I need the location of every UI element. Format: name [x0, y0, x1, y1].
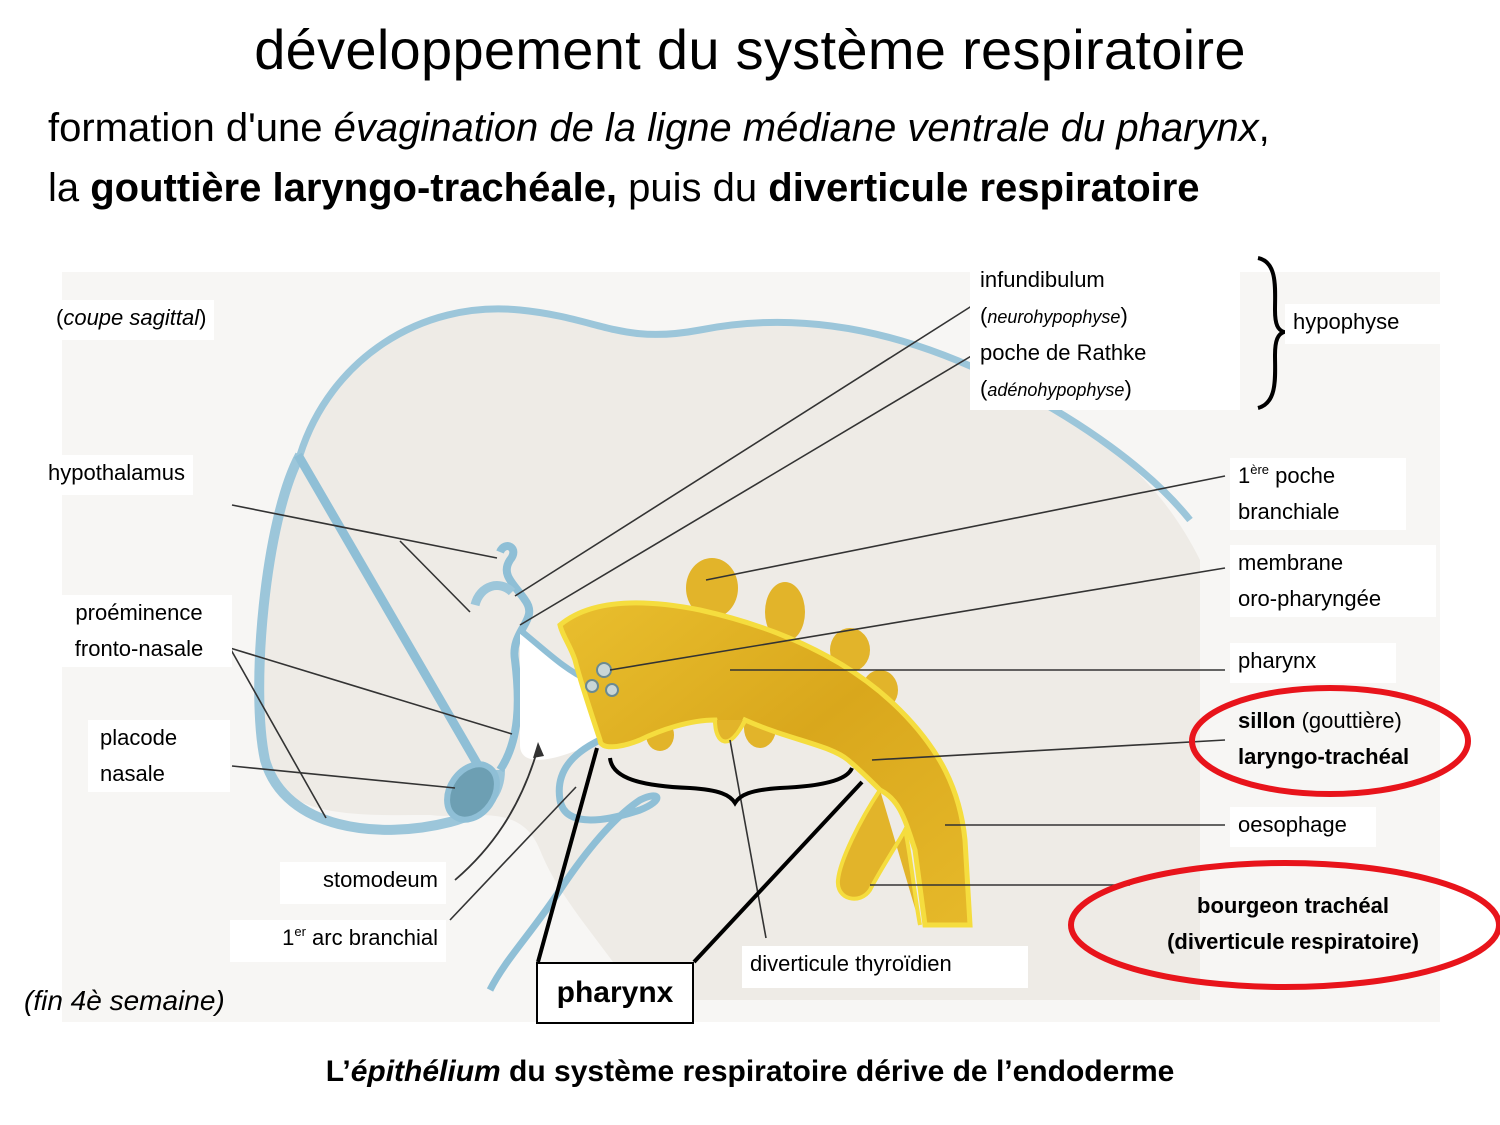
label-hypophysis-group: infundibulum (neurohypophyse) poche de R… — [970, 262, 1240, 410]
sillon-line2: laryngo-trachéal — [1238, 744, 1410, 769]
highlight-sillon — [1189, 685, 1471, 797]
label-first-pouch-line1: 1ère poche — [1238, 458, 1398, 494]
subtitle-1-italic: évagination de la ligne médiane ventrale… — [333, 106, 1259, 150]
bourgeon-line1: bourgeon trachéal — [1197, 893, 1389, 918]
section-note-italic: coupe sagittal — [63, 305, 200, 330]
leader-lines — [229, 301, 1226, 939]
placode-line2: nasale — [100, 761, 165, 786]
label-hypothalamus: hypothalamus — [40, 455, 193, 495]
hypothalamus-recess — [470, 581, 516, 607]
paren-close: ) — [1124, 376, 1132, 401]
subtitle-1-suffix: , — [1258, 106, 1270, 150]
arch-number: 1 — [282, 925, 295, 950]
pouch-line1-rest: poche — [1269, 463, 1336, 488]
conclusion-italic: épithélium — [350, 1055, 501, 1088]
paren-open: ( — [980, 376, 988, 401]
label-first-branchial-pouch: 1ère poche branchiale — [1230, 458, 1406, 530]
bourgeon-line2: (diverticule respiratoire) — [1167, 929, 1419, 954]
sillon-rest: (gouttière) — [1295, 708, 1402, 733]
subtitle-2-bold-gouttiere: gouttière laryngo-trachéale, — [90, 166, 618, 210]
first-branchial-arch — [486, 736, 661, 992]
label-membrane-oropharyngee: membrane oro-pharyngée — [1230, 545, 1436, 617]
pouch-number: 1 — [1238, 463, 1251, 488]
membrane-line2: oro-pharyngée — [1238, 586, 1382, 611]
label-oesophage: oesophage — [1230, 807, 1376, 847]
label-proeminence-fronto-nasale: proéminence fronto-nasale — [46, 595, 232, 667]
proeminence-line1: proéminence — [75, 600, 203, 625]
sillon-line1: sillon (gouttière) — [1238, 703, 1438, 739]
inner-neural-wall — [294, 452, 486, 775]
stomodeum-arrowhead — [533, 742, 544, 758]
label-infundibulum: infundibulum — [980, 267, 1105, 292]
paren-open: ( — [56, 305, 64, 330]
subtitle-line-2: la gouttière laryngo-trachéale, puis du … — [48, 160, 1200, 216]
slide-title: développement du système respiratoire — [254, 18, 1246, 81]
infundibulum-wall — [496, 542, 534, 773]
stage-note: (fin 4è semaine) — [24, 985, 225, 1016]
subtitle-2-bold-diverticule: diverticule respiratoire — [768, 166, 1200, 210]
subtitle-2-prefix: la — [48, 166, 91, 210]
outer-ectoderm — [296, 305, 1193, 523]
paren-open: ( — [980, 303, 988, 328]
hypophyse-brace — [1257, 256, 1291, 410]
pouch-superscript: ère — [1250, 462, 1270, 477]
conclusion-suffix: du système respiratoire dérive de l’endo… — [500, 1055, 1175, 1088]
label-first-pouch-line2: branchiale — [1238, 499, 1340, 524]
conclusion-prefix: L’ — [325, 1055, 351, 1088]
label-diverticule-thyroidien: diverticule thyroïdien — [742, 946, 1028, 988]
arch-superscript: er — [294, 924, 306, 939]
label-stomodeum: stomodeum — [280, 862, 446, 904]
pharynx-bracket-lines — [536, 747, 864, 964]
label-hypophyse: hypophyse — [1285, 304, 1441, 344]
label-first-branchial-arch: 1er arc branchial — [230, 920, 446, 962]
paren-close: ) — [199, 305, 207, 330]
neurohypophyse-italic: neurohypophyse — [987, 307, 1121, 327]
conclusion-text: L’épithélium du système respiratoire dér… — [0, 1055, 1500, 1089]
foregut-endoderm — [557, 558, 973, 928]
label-section-note: (coupe sagittal) — [48, 300, 215, 340]
nasal-placode — [444, 761, 500, 823]
subtitle-2-middle: puis du — [617, 166, 769, 210]
sillon-bold: sillon — [1238, 708, 1296, 733]
adenohypophyse-italic: adénohypophyse — [987, 380, 1125, 400]
highlight-bourgeon — [1068, 860, 1500, 990]
proeminence-line2: fronto-nasale — [74, 636, 204, 661]
label-sillon-laryngo-tracheal: sillon (gouttière) laryngo-trachéal — [1230, 703, 1446, 775]
label-neurohypophyse: (neurohypophyse) — [980, 298, 1230, 335]
label-bourgeon-tracheal: bourgeon trachéal (diverticule respirato… — [1130, 888, 1456, 960]
paren-close: ) — [1120, 303, 1128, 328]
membrane-line1: membrane — [1238, 550, 1344, 575]
stomodeum-cavity — [520, 630, 600, 760]
subtitle-1-prefix: formation d'une — [48, 106, 334, 150]
label-placode-nasale: placode nasale — [88, 720, 230, 792]
label-pharynx-right: pharynx — [1230, 643, 1396, 683]
label-pharynx-boxed: pharynx — [536, 962, 694, 1024]
label-poche-rathke: poche de Rathke — [980, 340, 1147, 365]
placode-line1: placode — [100, 725, 178, 750]
label-adenohypophyse: (adénohypophyse) — [980, 371, 1230, 408]
subtitle-line-1: formation d'une évagination de la ligne … — [48, 100, 1270, 156]
stomodeum-arrow — [454, 747, 539, 881]
arch-rest: arc branchial — [305, 925, 438, 950]
